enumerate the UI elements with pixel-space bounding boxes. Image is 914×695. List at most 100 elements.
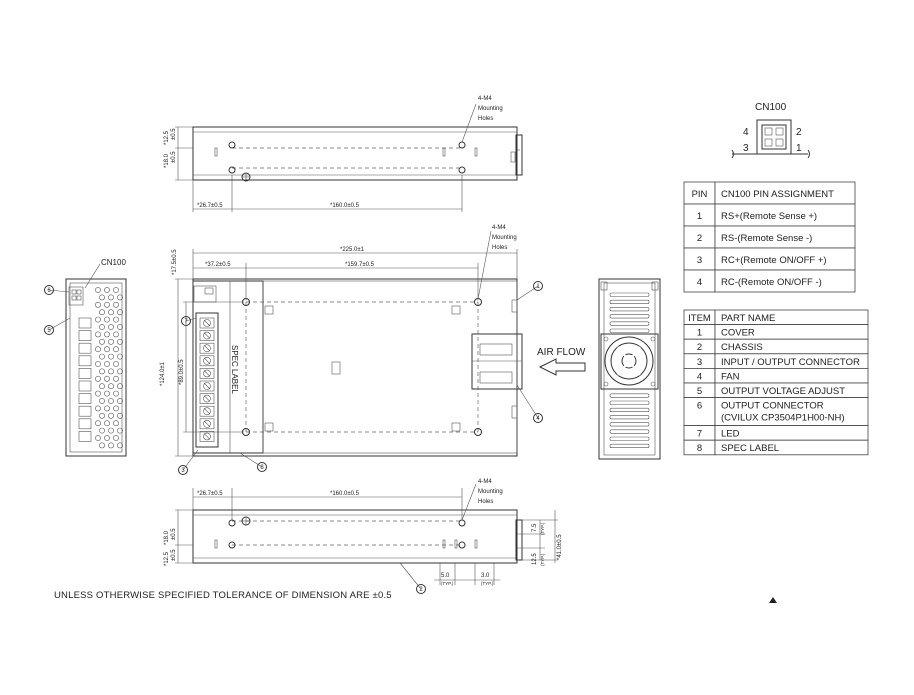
vent-hole: [117, 368, 123, 375]
front-total-length: *225.0±1: [340, 247, 365, 253]
pin-table-cell: RS-(Remote Sense -): [721, 233, 812, 244]
side-terminal: [78, 368, 92, 379]
parts-table-item: 3: [697, 357, 702, 368]
top-view-tol-1: ±0.5: [171, 128, 177, 140]
vent-hole: [104, 346, 110, 353]
vent-hole: [108, 398, 114, 404]
pin-table-cell: RC+(Remote ON/OFF +): [721, 255, 827, 266]
vent-hole: [108, 427, 114, 434]
parts-table-header: PART NAME: [721, 313, 775, 324]
bottom-view-span: *160.0±0.5: [330, 491, 360, 497]
vent-hole: [108, 442, 114, 449]
parts-table-item: 8: [697, 443, 702, 454]
bottom-view: *26.7±0.5 *160.0±0.5 *18.0 ±0.5 *12.5 ±0…: [164, 479, 563, 586]
terminal-screw: [199, 317, 215, 329]
cn100-side-label: CN100: [101, 258, 126, 267]
vent-hole: [104, 435, 110, 441]
vent-hole: [104, 420, 110, 427]
callout-bubble: [533, 281, 543, 291]
vent-hole: [99, 353, 105, 360]
callout-number: 3: [181, 468, 185, 474]
vent-hole: [117, 412, 123, 419]
callout-number: 4: [536, 416, 540, 422]
vent-hole: [113, 346, 119, 353]
vent-hole: [104, 301, 110, 308]
cn100-pin-1: 1: [796, 143, 802, 154]
mounting-label-top-3: Holes: [478, 116, 493, 122]
bottom-small-1-note: (TYP.): [441, 581, 454, 586]
vent-hole: [113, 390, 119, 397]
side-terminal: [78, 330, 92, 341]
parts-table-item: 5: [697, 386, 702, 397]
left-side-view: CN100: [65, 258, 127, 457]
side-terminal: [78, 418, 92, 430]
side-terminal: [78, 342, 92, 354]
side-terminal: [78, 393, 92, 404]
callout-number: 8: [260, 465, 264, 471]
bottom-right-total: *41.0±0.5: [557, 534, 563, 560]
vent-hole: [99, 383, 105, 390]
cn100-detail: CN100 4 2 3 1: [731, 102, 810, 159]
callout-bubble: [257, 462, 267, 472]
tolerance-footnote: UNLESS OTHERWISE SPECIFIED TOLERANCE OF …: [54, 590, 392, 601]
vent-hole: [113, 301, 119, 308]
vent-hole: [99, 427, 105, 434]
vent-slot: [609, 429, 650, 434]
vent-hole: [117, 309, 123, 316]
terminal-screw: [199, 418, 215, 430]
side-terminal: [78, 317, 92, 329]
vent-hole: [95, 405, 101, 412]
bottom-height-2: *12.5: [164, 551, 170, 566]
vent-slot: [609, 422, 650, 427]
parts-table-item: 7: [697, 429, 702, 440]
callout-bubble: [44, 325, 54, 335]
callout-number: 5: [47, 328, 51, 334]
bottom-right-1-note: (TYP.): [540, 522, 545, 535]
side-terminal: [78, 355, 92, 367]
parts-table-name: INPUT / OUTPUT CONNECTOR: [721, 357, 860, 368]
callout-number: 7: [184, 319, 188, 325]
parts-table-name: FAN: [721, 371, 740, 382]
vent-hole: [108, 412, 114, 419]
vent-hole: [117, 427, 123, 434]
terminal-screw: [199, 405, 215, 417]
parts-table-name: OUTPUT CONNECTOR(CVILUX CP3504P1H00-NH): [721, 401, 845, 424]
vent-hole: [113, 435, 119, 441]
parts-table-item: 1: [697, 328, 702, 339]
mounting-label-front-2: Mounting: [492, 235, 517, 241]
air-flow-label: AIR FLOW: [537, 347, 586, 358]
bottom-view-offset: *26.7±0.5: [197, 491, 223, 497]
bottom-tol-2: ±0.5: [171, 549, 177, 561]
vent-hole: [95, 420, 101, 427]
bottom-right-2: 12.5: [532, 553, 538, 565]
vent-hole: [95, 316, 101, 323]
vent-slot: [609, 321, 650, 326]
vent-hole: [104, 316, 110, 323]
vent-slot: [609, 436, 650, 441]
callout-bubble: [44, 285, 54, 295]
callout-number: 6: [47, 288, 51, 294]
vent-slot: [609, 307, 650, 312]
parts-table-name: CHASSIS: [721, 342, 763, 353]
top-view-offset: *26.7±0.5: [197, 203, 223, 209]
vent-hole: [104, 405, 110, 412]
vent-hole: [99, 324, 105, 330]
mounting-label-top-2: Mounting: [478, 106, 503, 112]
mounting-label-top-1: 4-M4: [478, 96, 492, 102]
pin-table-header: PIN: [692, 189, 708, 200]
mounting-label-bottom-3: Holes: [478, 499, 493, 505]
side-terminal: [78, 431, 92, 442]
callout-bubble: [181, 316, 191, 326]
vent-hole: [113, 331, 119, 338]
vent-hole: [99, 398, 105, 404]
vent-hole: [117, 442, 123, 449]
vent-hole: [108, 353, 114, 360]
callout-number: 2: [419, 587, 423, 593]
vent-hole: [108, 338, 114, 345]
bottom-small-2: 3.0: [481, 573, 490, 579]
bottom-right-1: 7.5: [532, 523, 538, 532]
front-view: SPEC LABEL *225.0±1 *37.2±0.5 *159.7±0.5…: [160, 225, 523, 457]
